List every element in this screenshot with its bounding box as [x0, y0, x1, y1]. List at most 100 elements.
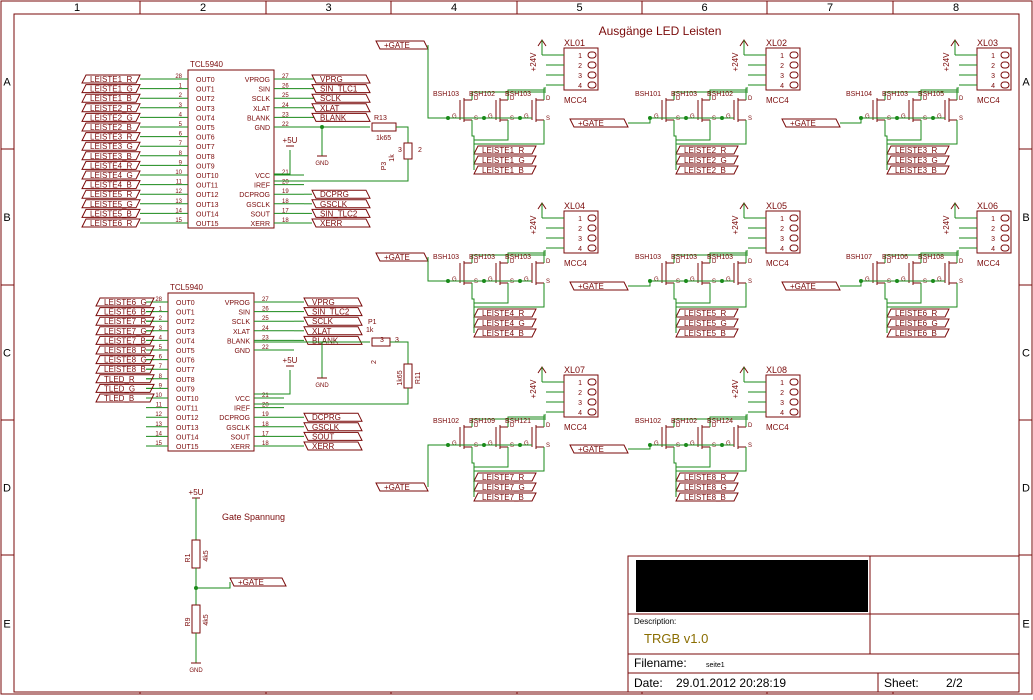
gate-net-label-text: +GATE — [790, 119, 816, 128]
leiste-net-label — [473, 145, 537, 155]
row-letter: D — [3, 483, 11, 495]
v24-label: +24V — [529, 52, 538, 72]
junction-dot — [931, 279, 935, 283]
tlc5940-chip: TCL5940OUT028LEISTE1_ROUT11LEISTE1_GOUT2… — [81, 60, 371, 229]
ic-pin-name: OUT14 — [196, 211, 219, 218]
leiste-net-label-text: LEISTE6_B — [895, 329, 937, 338]
connector-pin-number: 3 — [578, 236, 582, 243]
tlc5940-chip: TCL5940OUT028LEISTE6_GOUT11LEISTE6_BOUT2… — [95, 283, 363, 452]
mosfet-name: BSH103 — [433, 254, 459, 261]
connector-pin-number: 2 — [578, 63, 582, 70]
ic-pin-name: OUT12 — [196, 192, 219, 199]
ic-pin-name: IREF — [254, 183, 270, 190]
vcc-wire — [274, 150, 291, 175]
drain-wire — [673, 91, 748, 100]
led-strip-xl02: XL02MCC41234+24VBSH101DSGBSH103DSGBSH102… — [569, 38, 801, 175]
net-label-text: LEISTE2_B — [90, 123, 132, 132]
led-strip-xl01: XL01MCC41234+24VBSH103DSGBSH102DSGBSH103… — [375, 38, 599, 175]
net-label-text: GSCLK — [312, 423, 340, 432]
leiste-net-label-text: LEISTE7_R — [482, 473, 524, 482]
net-label-text: LEISTE6_B — [104, 308, 146, 317]
connector-pin — [789, 408, 799, 416]
ic-pin-name: OUT15 — [176, 444, 199, 451]
pot-pin: 2 — [371, 360, 378, 364]
leiste-net-label — [675, 155, 739, 165]
net-label-text: LEISTE8_G — [104, 356, 147, 365]
net-label — [95, 364, 155, 374]
drain-wire — [956, 87, 959, 100]
title-block-frame — [627, 555, 1020, 693]
mosfet-name: BSH108 — [918, 254, 944, 261]
leiste-net-label-text: LEISTE2_G — [684, 156, 727, 165]
leiste-net-label-text: LEISTE1_B — [482, 166, 524, 175]
column-number: 3 — [325, 2, 331, 14]
leiste-net-label-text: LEISTE8_G — [684, 483, 727, 492]
net-label-text: DCPRG — [320, 190, 349, 199]
mosfet-name: BSH121 — [505, 418, 531, 425]
row-letter: B — [3, 212, 10, 224]
ic-name: TCL5940 — [170, 283, 203, 292]
mosfet-pin-s: S — [510, 116, 514, 122]
gate-wire — [840, 281, 862, 287]
junction-dot — [518, 279, 522, 283]
title-block: Description:TRGB v1.0Filename:seite1Date… — [627, 555, 1020, 693]
ic-pin-name: SCLK — [252, 96, 271, 103]
connector-pin-number: 4 — [991, 83, 995, 90]
ic-pin-name: OUT14 — [176, 434, 199, 441]
leiste-net-label — [675, 328, 739, 338]
sheet-value: 2/2 — [946, 676, 963, 690]
leiste-net-label-text: LEISTE4_G — [482, 319, 525, 328]
r11-label: R11 — [415, 372, 422, 384]
ic-pin-name: OUT4 — [176, 338, 195, 345]
ic-body — [187, 69, 275, 229]
mosfet-pin-d: D — [748, 96, 753, 102]
ic-pin-name: OUT7 — [176, 367, 195, 374]
mosfet-name: BSH103 — [671, 254, 697, 261]
ic-pin-name: OUT7 — [196, 144, 215, 151]
mosfet-pin-s: S — [712, 443, 716, 449]
mosfet-name: BSH103 — [707, 254, 733, 261]
v24-label: +24V — [942, 215, 951, 235]
pot-pin: 2 — [418, 147, 422, 154]
net-label-text: LEISTE2_G — [90, 113, 133, 122]
mosfet-pin-d: D — [887, 259, 892, 265]
mosfet-pin-g: G — [452, 114, 457, 120]
mosfet-pin-g: G — [488, 277, 493, 283]
net-label-text: LEISTE5_G — [90, 200, 133, 209]
ic-pin-name: OUT13 — [176, 425, 199, 432]
mosfet-pin-d: D — [712, 423, 717, 429]
divider-wire — [196, 582, 231, 589]
connector-pin-number: 4 — [578, 246, 582, 253]
net-label — [81, 170, 141, 180]
pin-number: 27 — [282, 74, 289, 80]
net-label-text: LEISTE1_B — [90, 94, 132, 103]
ic-pin-name: OUT0 — [196, 77, 215, 84]
mosfet-name: BSH124 — [707, 418, 733, 425]
sheet-label: Sheet: — [884, 676, 919, 690]
net-label — [81, 199, 141, 209]
net-label-text: DCPRG — [312, 413, 341, 422]
led-strip-xl05: XL05MCC41234+24VBSH103DSGBSH103DSGBSH103… — [569, 201, 801, 338]
ic-pin-name: GND — [254, 125, 270, 132]
p3-label: P3 — [381, 162, 388, 171]
pin-number: 17 — [282, 208, 289, 214]
mosfet-pin-d: D — [748, 423, 753, 429]
gate-net-label — [781, 281, 841, 291]
net-label — [303, 326, 363, 336]
ic-pin-name: XLAT — [253, 106, 271, 113]
net-label — [81, 218, 141, 228]
pin-number: 6 — [159, 355, 163, 361]
mosfet-pin-g: G — [937, 114, 942, 120]
gate-net-label-text: +GATE — [578, 119, 604, 128]
net-label-text: LEISTE5_R — [90, 190, 132, 199]
net-label-text: LEISTE6_G — [104, 298, 147, 307]
mosfet-pin-g: G — [901, 277, 906, 283]
r11-value: 1k65 — [397, 370, 404, 385]
connector-pin — [587, 81, 597, 89]
pin-number: 9 — [159, 383, 163, 389]
net-label — [95, 297, 155, 307]
leiste-net-label — [675, 145, 739, 155]
leiste-net-label-text: LEISTE8_B — [684, 493, 726, 502]
leiste-net-label — [886, 165, 950, 175]
